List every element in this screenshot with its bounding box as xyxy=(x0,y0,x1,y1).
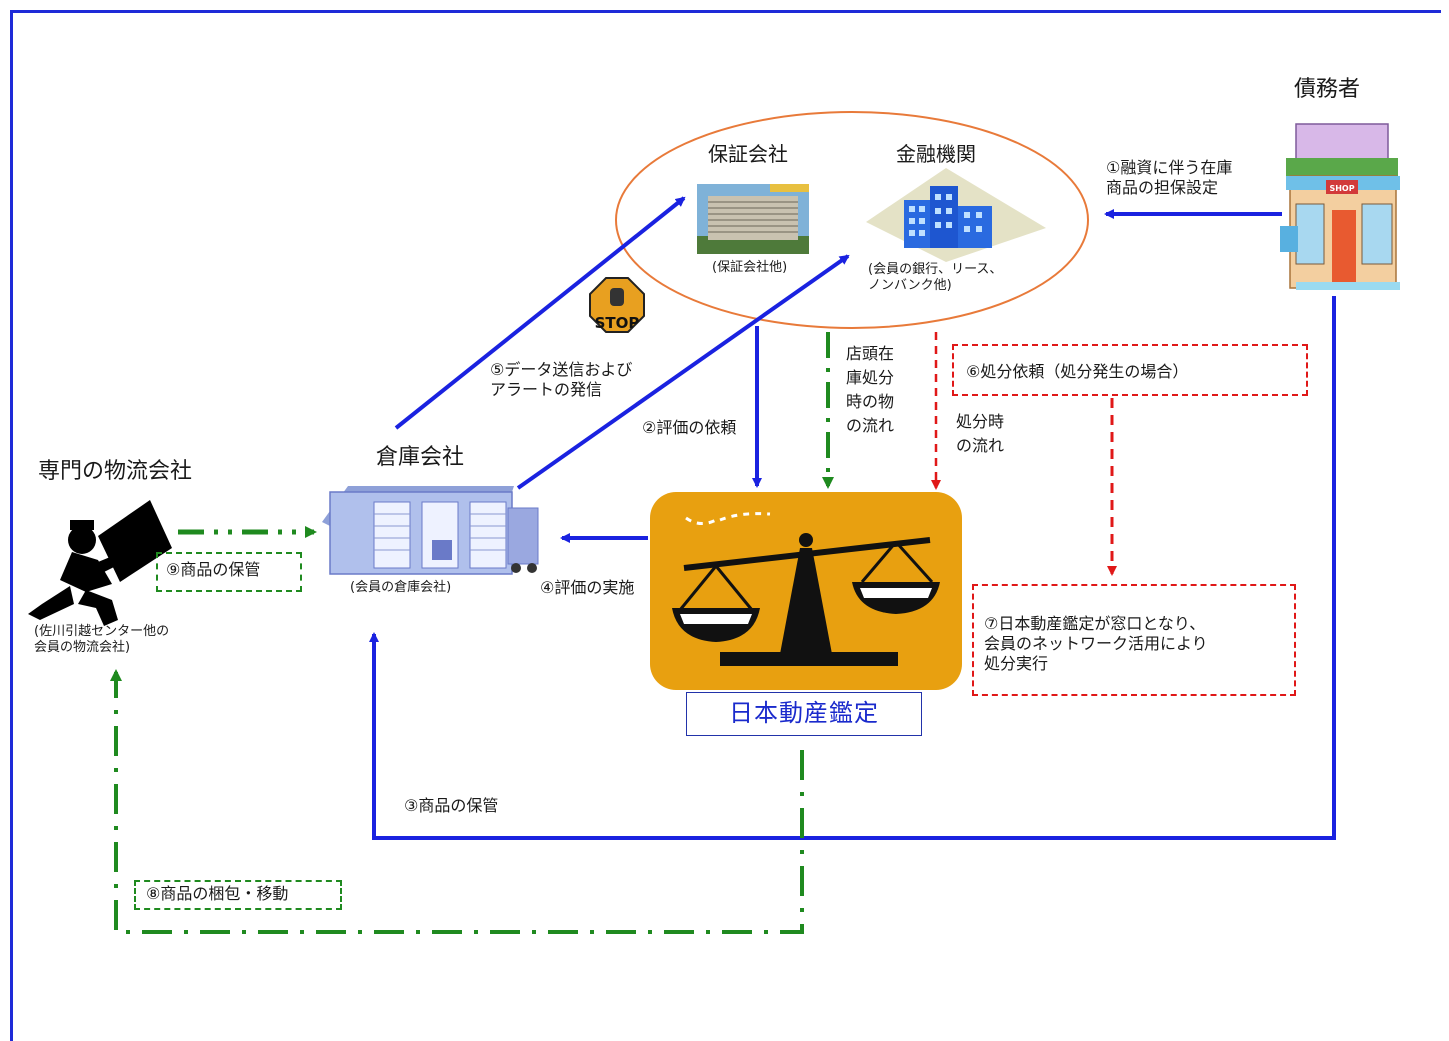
step-6-text: ⑥処分依頼（処分発生の場合） xyxy=(966,362,1189,381)
guarantor-building-icon xyxy=(697,184,809,254)
store-flow-text: 店頭在 庫処分 時の物 の流れ xyxy=(846,344,895,435)
disposal-flow-text: 処分時 の流れ xyxy=(956,412,1005,455)
finance-subtitle: (会員の銀行、リース、 ノンバンク他) xyxy=(868,262,1003,294)
shop-icon: SHOP xyxy=(1280,123,1400,290)
arrow-debtor-to-warehouse xyxy=(369,296,1336,840)
step-2-text: ②評価の依頼 xyxy=(642,418,737,437)
guarantor-subtitle: (保証会社他) xyxy=(712,260,788,275)
warehouse-icon xyxy=(322,486,539,575)
institution-ellipse xyxy=(615,111,1089,329)
debtor-title: 債務者 xyxy=(1294,77,1361,102)
warehouse-subtitle: (会員の倉庫会社) xyxy=(350,580,452,595)
stop-sign-text: STOP xyxy=(595,314,640,332)
step-7-text: ⑦日本動産鑑定が窓口となり、 会員のネットワーク活用により 処分実行 xyxy=(984,614,1208,673)
finance-building-icon xyxy=(866,168,1046,262)
step-5-text: ⑤データ送信および アラートの発信 xyxy=(490,360,633,399)
logistics-subtitle: (佐川引越センター他の 会員の物流会社) xyxy=(34,624,170,656)
finance-title: 金融機関 xyxy=(896,142,976,166)
warehouse-title: 倉庫会社 xyxy=(376,445,465,470)
step-3-text: ③商品の保管 xyxy=(404,796,499,815)
step-1-text: ①融資に伴う在庫 商品の担保設定 xyxy=(1106,158,1233,197)
arrow-warehouse-to-finance xyxy=(516,254,850,490)
step-9-text: ⑨商品の保管 xyxy=(166,560,261,579)
logistics-title: 専門の物流会社 xyxy=(38,459,193,484)
arrow-appraiser-to-courier xyxy=(110,669,804,934)
guarantor-title: 保証会社 xyxy=(708,142,788,166)
page-frame xyxy=(10,10,1441,1041)
shop-sign-text: SHOP xyxy=(1329,184,1354,193)
step-8-text: ⑧商品の梱包・移動 xyxy=(146,884,289,903)
step-9-box xyxy=(156,552,302,592)
step-6-box xyxy=(952,344,1308,396)
appraiser-title: 日本動産鑑定 xyxy=(686,692,922,736)
stop-sign-icon: STOP xyxy=(589,277,645,333)
arrow-warehouse-to-guarantor xyxy=(394,196,686,430)
step-7-box xyxy=(972,584,1296,696)
appraiser-scale-icon xyxy=(650,492,962,690)
step-4-text: ④評価の実施 xyxy=(540,578,635,597)
step-8-box xyxy=(134,880,342,910)
courier-icon xyxy=(28,500,172,626)
